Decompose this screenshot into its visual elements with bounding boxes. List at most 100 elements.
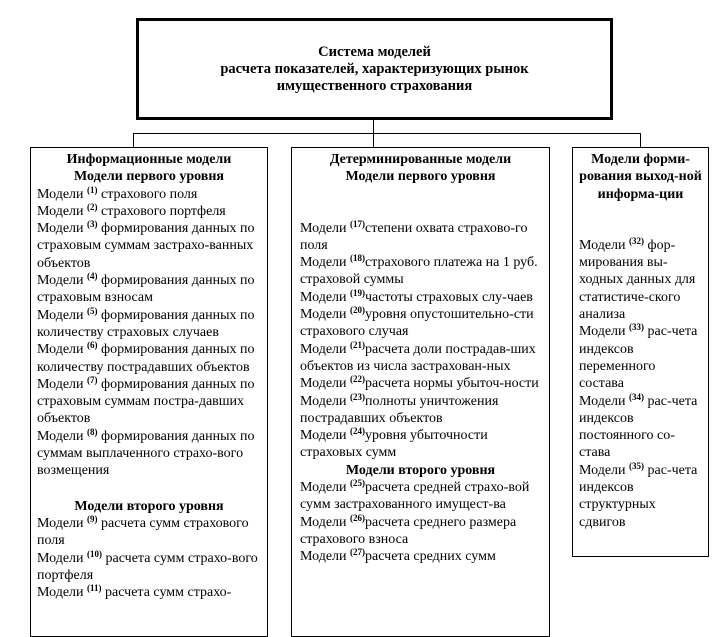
model-item-number: (32) xyxy=(629,235,645,246)
model-item-number: (20) xyxy=(350,305,366,316)
model-item-text: рас-чета индексов переменного состава xyxy=(579,324,698,392)
model-item: Модели (25)расчета средней страхо-вой су… xyxy=(300,479,541,514)
model-item-prefix: Модели xyxy=(37,376,88,392)
model-item-text: фор-мирования вы-ходных данных для стати… xyxy=(579,237,696,323)
model-item: Модели (27)расчета средних сумм xyxy=(300,548,541,565)
model-item-prefix: Модели xyxy=(37,307,88,323)
model-item-prefix: Модели xyxy=(579,237,630,253)
model-item-number: (24) xyxy=(350,426,366,437)
model-item-number: (10) xyxy=(87,548,103,559)
connector-vertical xyxy=(373,120,374,134)
model-item-text: расчета доли пострадав-ших объектов из ч… xyxy=(300,341,536,374)
model-item-prefix: Модели xyxy=(37,428,88,444)
model-item-text: формирования данных по суммам выплаченно… xyxy=(37,428,255,479)
model-item-text: расчета нормы убыточ-ности xyxy=(365,376,539,392)
model-item-text: расчета сумм страхо- xyxy=(101,585,232,601)
model-item-text: формирования данных по страховым взносам xyxy=(37,273,255,306)
model-item: Модели (35) рас-чета индексов структурны… xyxy=(579,460,702,531)
title-line-1: Система моделей xyxy=(318,43,431,60)
model-item-text: рас-чета индексов структурных сдвигов xyxy=(579,462,698,530)
model-item-prefix: Модели xyxy=(300,393,351,409)
col2-heading: Детерминированные модели xyxy=(329,152,512,167)
model-item-prefix: Модели xyxy=(300,549,351,565)
col3-heading: Модели форми-рования выход-ной информа-ц… xyxy=(579,152,702,202)
model-item-text: формирования данных по страховым суммам … xyxy=(37,376,255,427)
model-item-text: расчета сумм страхового поля xyxy=(37,515,249,549)
model-item-prefix: Модели xyxy=(579,393,630,409)
model-item-text: степени охвата страхово-го поля xyxy=(300,220,528,253)
title-line-2: расчета показателей, характеризующих рын… xyxy=(220,60,529,77)
model-item-prefix: Модели xyxy=(37,273,88,289)
model-item-text: расчета среднего размера страхового взно… xyxy=(300,514,517,547)
output-models-box: Модели форми-рования выход-ной информа-ц… xyxy=(572,147,709,557)
connector-horizontal xyxy=(133,133,641,134)
model-item-number: (18) xyxy=(350,253,366,264)
model-item-prefix: Модели xyxy=(300,255,351,271)
model-item: Модели (5) формирования данных по количе… xyxy=(37,305,261,342)
model-item-text: расчета средней страхо-вой сумм застрахо… xyxy=(300,480,530,513)
model-item-number: (5) xyxy=(87,305,98,316)
connector-drop-right xyxy=(640,133,641,147)
model-item-text: страхового портфеля xyxy=(97,203,226,219)
model-item-prefix: Модели xyxy=(300,376,351,392)
model-item-text: уровня убыточности страховых сумм xyxy=(300,428,488,461)
model-item-prefix: Модели xyxy=(37,186,88,202)
model-item-number: (25) xyxy=(350,478,366,489)
model-item-prefix: Модели xyxy=(300,514,351,530)
model-item: Модели (6) формирования данных по количе… xyxy=(37,341,261,376)
model-item-prefix: Модели xyxy=(579,324,630,340)
col2-level1-list: Модели (17)степени охвата страхово-го по… xyxy=(300,218,541,462)
model-item: Модели (11) расчета сумм страхо- xyxy=(37,584,261,601)
model-item-text: рас-чета индексов постоянного со-става xyxy=(579,393,698,461)
model-item-prefix: Модели xyxy=(37,203,88,219)
model-item-number: (19) xyxy=(350,287,366,298)
model-item-text: полноты уничтожения пострадавших объекто… xyxy=(300,393,499,426)
model-item: Модели (2) страхового портфеля xyxy=(37,202,261,220)
model-item-prefix: Модели xyxy=(37,221,88,237)
model-item-number: (33) xyxy=(629,322,645,333)
deterministic-models-box: Детерминированные модели Модели первого … xyxy=(291,147,550,637)
model-item: Модели (18)страхового платежа на 1 руб. … xyxy=(300,254,541,289)
model-item: Модели (23)полноты уничтожения пострадав… xyxy=(300,391,541,428)
col2-level1-heading: Модели первого уровня xyxy=(345,169,496,185)
model-item-number: (7) xyxy=(87,374,98,385)
model-item-number: (26) xyxy=(350,512,366,523)
model-item: Модели (8) формирования данных по суммам… xyxy=(37,426,261,480)
model-item-number: (35) xyxy=(629,460,645,471)
col1-level2-heading: Модели второго уровня xyxy=(74,498,224,514)
model-item-number: (1) xyxy=(87,184,98,195)
col3-list: Модели (32) фор-мирования вы-ходных данн… xyxy=(579,235,702,531)
model-item-prefix: Модели xyxy=(579,462,630,478)
model-item: Модели (3) формирования данных по страхо… xyxy=(37,220,261,272)
model-item-number: (8) xyxy=(87,426,98,437)
model-item: Модели (34) рас-чета индексов постоянног… xyxy=(579,392,702,462)
model-item: Модели (32) фор-мирования вы-ходных данн… xyxy=(579,235,702,323)
model-item: Модели (20)уровня опустошительно-сти стр… xyxy=(300,306,541,341)
model-item-prefix: Модели xyxy=(37,515,88,531)
model-item-prefix: Модели xyxy=(300,480,351,496)
model-item-number: (4) xyxy=(87,271,98,282)
model-item-prefix: Модели xyxy=(300,289,351,305)
model-item-prefix: Модели xyxy=(37,550,88,566)
model-item: Модели (26)расчета среднего размера стра… xyxy=(300,512,541,549)
model-item-number: (11) xyxy=(87,583,102,594)
model-item: Модели (9) расчета сумм страхового поля xyxy=(37,514,261,550)
model-item-text: страхового поля xyxy=(97,186,198,202)
model-item: Модели (7) формирования данных по страхо… xyxy=(37,374,261,428)
model-item-prefix: Модели xyxy=(300,428,351,444)
connector-drop-left xyxy=(133,133,134,147)
model-item-number: (23) xyxy=(350,391,366,402)
model-item-number: (17) xyxy=(350,218,366,229)
col2-level2-heading: Модели второго уровня xyxy=(345,462,496,478)
model-item: Модели (1) страхового поля xyxy=(37,184,261,203)
model-item: Модели (33) рас-чета индексов переменног… xyxy=(579,323,702,392)
model-item-text: расчета сумм страхо-вого портфеля xyxy=(37,550,258,583)
model-item: Модели (17)степени охвата страхово-го по… xyxy=(300,218,541,255)
col2-level2-list: Модели (25)расчета средней страхо-вой су… xyxy=(300,479,541,565)
col1-level1-heading: Модели первого уровня xyxy=(73,169,225,185)
model-item-prefix: Модели xyxy=(300,307,351,323)
model-item-number: (3) xyxy=(87,219,98,230)
model-item-prefix: Модели xyxy=(300,341,351,357)
